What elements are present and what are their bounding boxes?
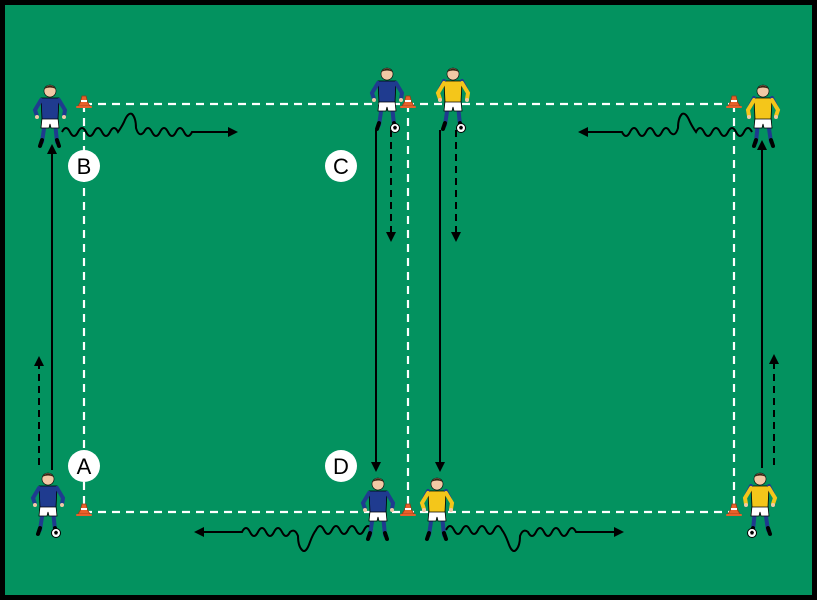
player-center-top-yellow: [435, 67, 471, 133]
run-arrows: [34, 130, 779, 465]
player-left-top: [32, 84, 68, 148]
dribble-arrow-bottom-left: [194, 525, 373, 552]
label-markers: B C A D: [68, 150, 357, 482]
dribble-arrow-top-right: [578, 112, 753, 137]
player-left-bottom: [30, 472, 66, 538]
dribble-arrow-top-left: [61, 112, 238, 137]
player-center-bottom-yellow: [419, 477, 455, 541]
pass-arrows: [47, 130, 767, 472]
marker-c: C: [325, 150, 357, 182]
player-center-top-blue: [369, 67, 405, 133]
marker-b: B: [68, 150, 100, 182]
dribble-arrow-bottom-right: [445, 525, 624, 552]
marker-b-text: B: [77, 154, 92, 179]
players: [30, 67, 781, 541]
marker-d-text: D: [333, 454, 349, 479]
marker-c-text: C: [333, 154, 349, 179]
player-center-bottom-blue: [360, 477, 396, 541]
dribble-arrows: [61, 112, 753, 552]
marker-d: D: [325, 450, 357, 482]
marker-a: A: [68, 450, 100, 482]
marker-a-text: A: [77, 454, 92, 479]
player-right-bottom: [742, 472, 778, 538]
player-right-top: [745, 84, 781, 148]
